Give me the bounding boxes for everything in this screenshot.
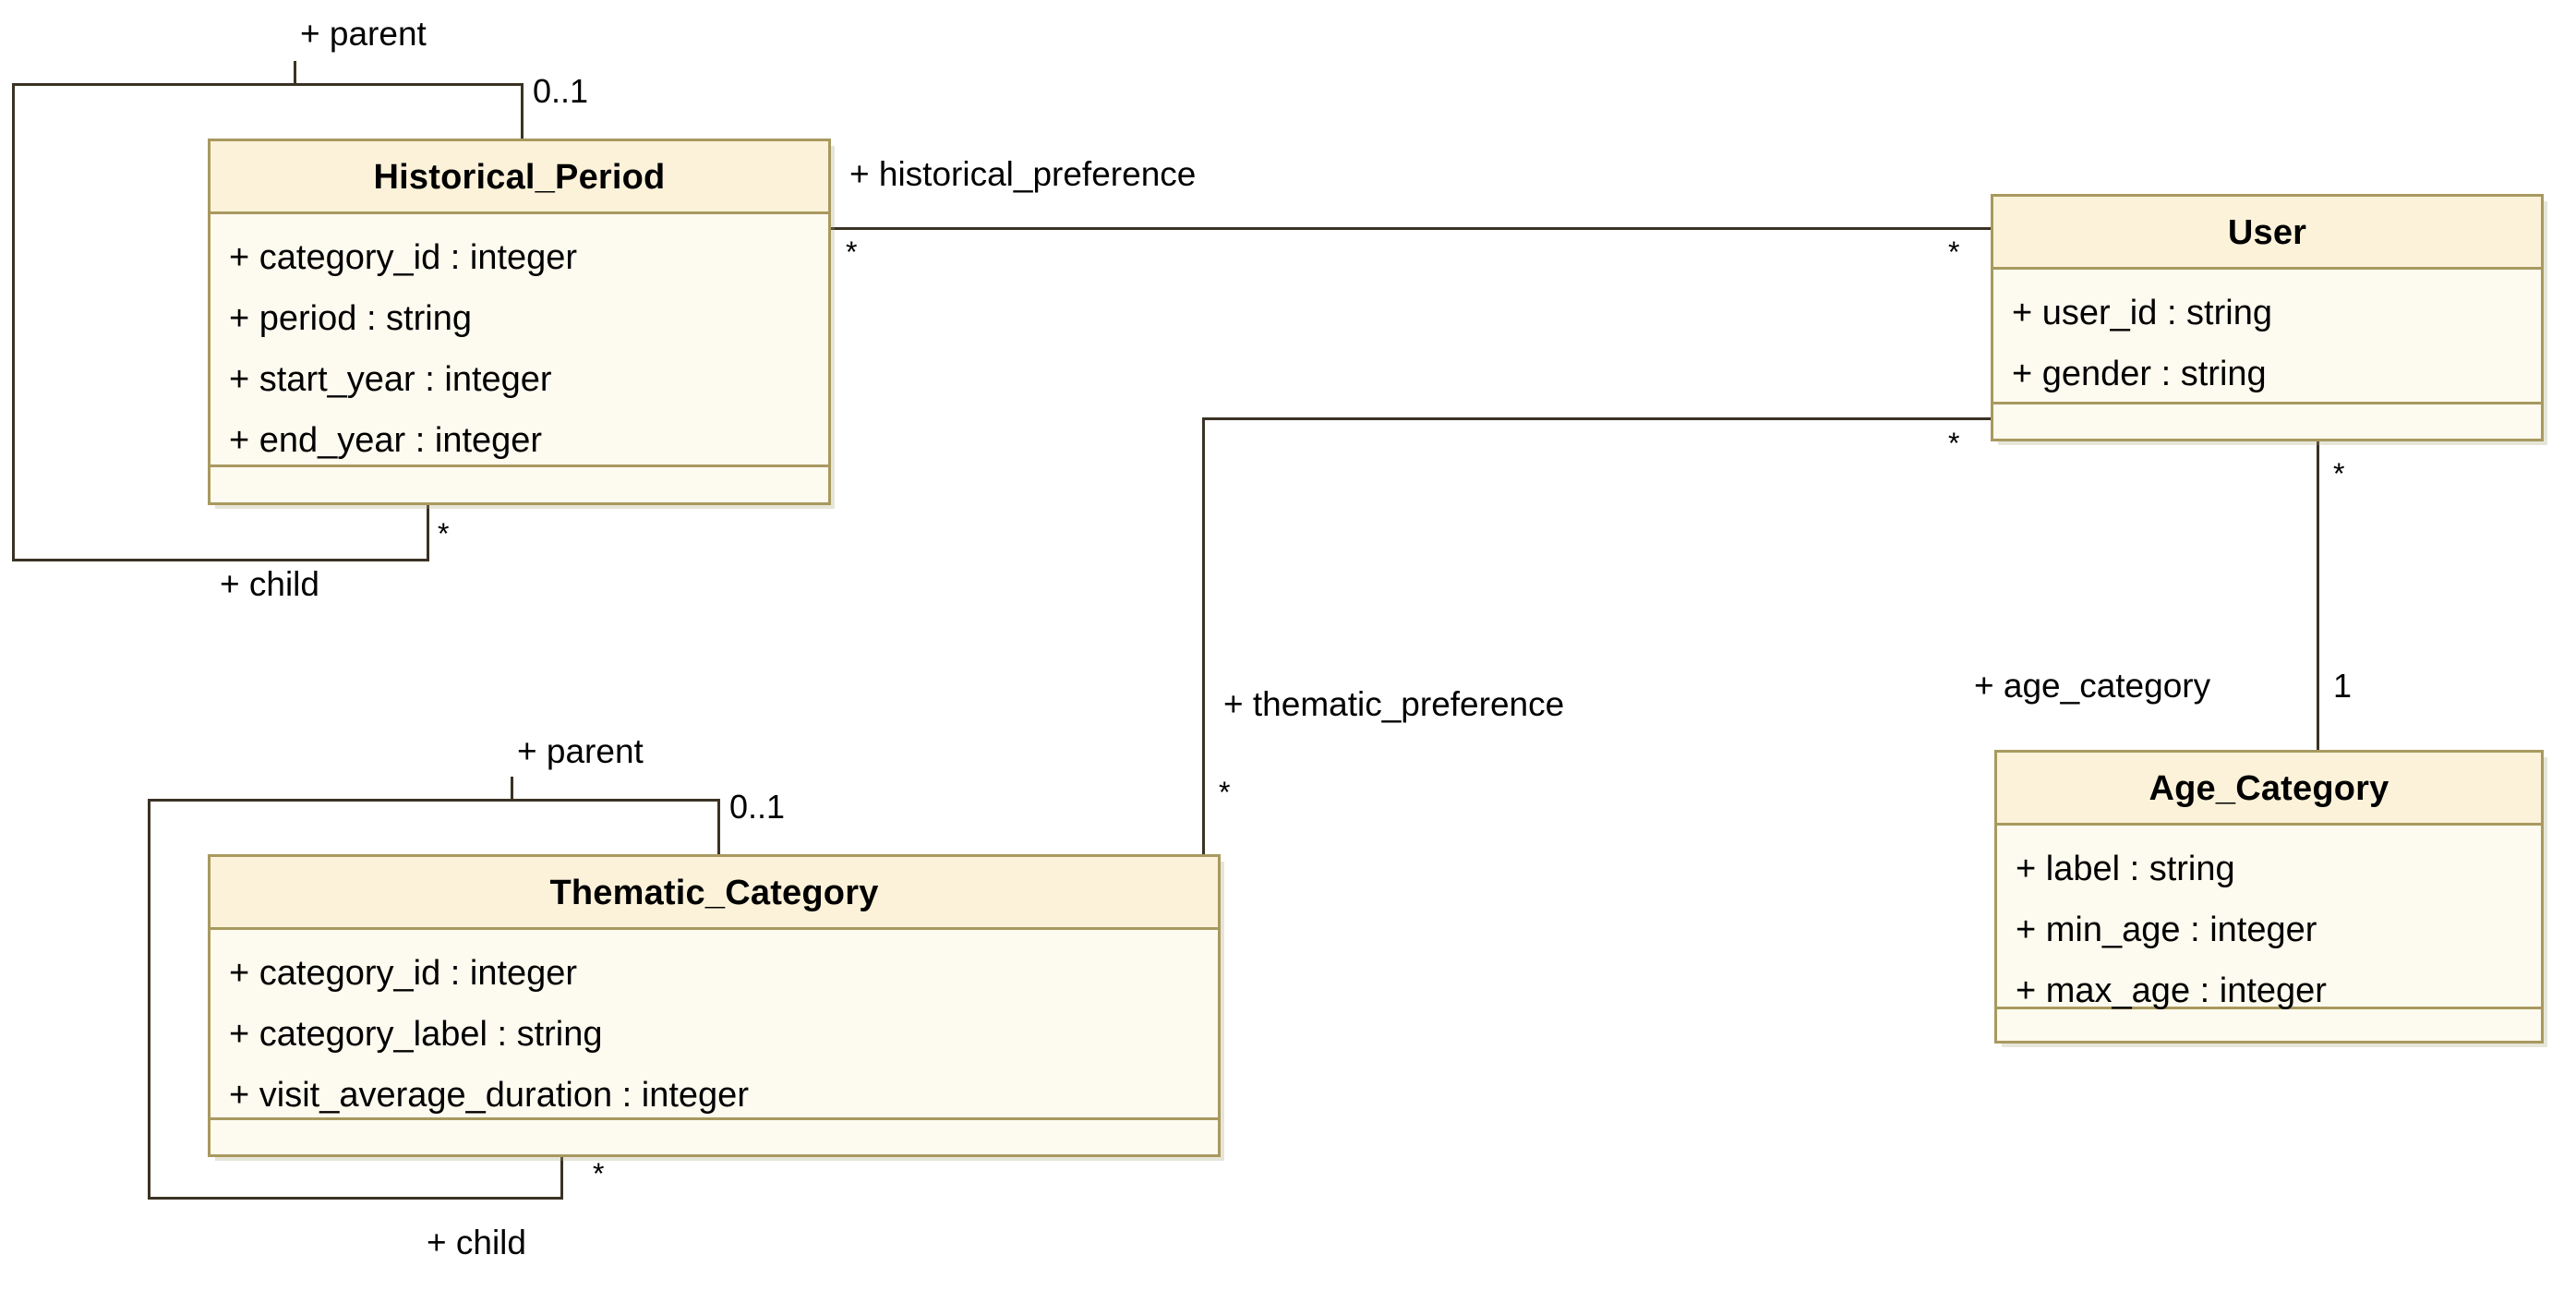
class-attribute: + category_id : integer xyxy=(229,238,578,277)
age-category-edge xyxy=(2317,440,2319,753)
class-thematic-category[interactable]: Thematic_Category + category_id : intege… xyxy=(208,854,1221,1157)
tc-self-parent-multiplicity: 0..1 xyxy=(729,788,786,826)
class-attribute: + min_age : integer xyxy=(2016,911,2317,949)
class-thematic-category-operations xyxy=(211,1120,1218,1154)
hp-self-parent-role: + parent xyxy=(300,15,427,53)
class-age-category[interactable]: Age_Category + label : string + min_age … xyxy=(1994,750,2544,1044)
class-attribute: + visit_average_duration : integer xyxy=(229,1076,749,1115)
class-user-title: User xyxy=(1993,197,2541,270)
class-age-category-attributes: + label : string + min_age : integer + m… xyxy=(1997,826,2541,1010)
class-attribute: + gender : string xyxy=(2012,355,2267,393)
class-attribute: + label : string xyxy=(2016,850,2235,888)
tc-self-edge-top xyxy=(148,799,720,802)
class-historical-period[interactable]: Historical_Period + category_id : intege… xyxy=(208,139,831,505)
thematic-preference-edge-horizontal xyxy=(1202,417,1992,420)
tc-self-edge-parent-stub xyxy=(717,799,720,857)
tc-self-edge-left xyxy=(148,799,150,1200)
tc-self-edge-bottom xyxy=(148,1197,563,1200)
hp-self-edge-parent-stub xyxy=(521,83,524,141)
thematic-preference-edge-vertical xyxy=(1202,417,1205,858)
class-historical-period-attributes: + category_id : integer + period : strin… xyxy=(211,214,828,467)
tc-self-parent-tick xyxy=(511,777,513,800)
class-age-category-operations xyxy=(1997,1009,2541,1041)
class-thematic-category-attributes: + category_id : integer + category_label… xyxy=(211,930,1218,1120)
tc-self-child-role: + child xyxy=(427,1224,526,1261)
tc-self-child-multiplicity: * xyxy=(593,1157,605,1190)
class-user[interactable]: User + user_id : string + gender : strin… xyxy=(1991,194,2544,441)
class-age-category-title: Age_Category xyxy=(1997,753,2541,826)
hp-self-edge-left xyxy=(12,83,15,561)
class-attribute: + max_age : integer xyxy=(2016,971,2327,1010)
historical-preference-edge xyxy=(830,227,1992,230)
class-attribute: + start_year : integer xyxy=(229,360,552,399)
hp-self-edge-top xyxy=(12,83,524,86)
hp-self-edge-child-stub xyxy=(427,503,429,561)
hp-self-child-role: + child xyxy=(220,565,319,603)
age-category-source-multiplicity: * xyxy=(2333,457,2345,490)
tc-self-parent-role: + parent xyxy=(517,732,644,770)
thematic-preference-role: + thematic_preference xyxy=(1223,685,1565,723)
hp-self-parent-tick xyxy=(294,61,296,84)
class-attribute: + category_id : integer xyxy=(229,954,578,993)
class-attribute: + period : string xyxy=(229,299,472,338)
historical-preference-source-multiplicity: * xyxy=(846,235,858,269)
historical-preference-role: + historical_preference xyxy=(849,155,1197,193)
thematic-preference-target-multiplicity: * xyxy=(1948,427,1960,460)
tc-self-edge-child-stub xyxy=(560,1155,563,1200)
class-user-operations xyxy=(1993,404,2541,439)
thematic-preference-source-multiplicity: * xyxy=(1219,776,1231,809)
class-thematic-category-title: Thematic_Category xyxy=(211,857,1218,930)
class-attribute: + category_label : string xyxy=(229,1015,603,1054)
hp-self-parent-multiplicity: 0..1 xyxy=(533,72,589,110)
class-historical-period-operations xyxy=(211,467,828,502)
class-historical-period-title: Historical_Period xyxy=(211,141,828,214)
age-category-target-multiplicity: 1 xyxy=(2333,667,2353,705)
age-category-role: + age_category xyxy=(1974,667,2211,705)
historical-preference-target-multiplicity: * xyxy=(1948,235,1960,269)
hp-self-child-multiplicity: * xyxy=(438,517,450,550)
class-attribute: + end_year : integer xyxy=(229,421,543,460)
hp-self-edge-bottom xyxy=(12,559,429,561)
class-user-attributes: + user_id : string + gender : string xyxy=(1993,270,2541,404)
class-attribute: + user_id : string xyxy=(2012,294,2272,332)
